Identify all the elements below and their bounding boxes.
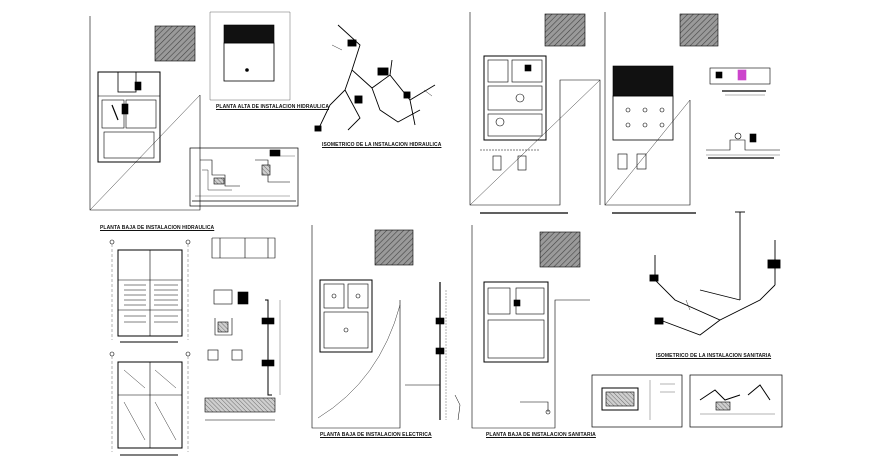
caption-planta-baja-hidraulica: PLANTA BAJA DE INSTALACION HIDRAULICA xyxy=(100,225,215,231)
sanitary-plan xyxy=(471,225,590,429)
caption-isometrico-hidraulica: ISOMETRICO DE LA INSTALACION HIDRAULICA xyxy=(322,142,442,148)
structural-details xyxy=(204,237,281,421)
sanitary-isometric xyxy=(649,211,781,336)
hatched-block xyxy=(679,13,719,47)
caption-planta-baja-sanitaria: PLANTA BAJA DE INSTALACION SANITARIA xyxy=(486,432,596,438)
electrical-plan xyxy=(311,225,414,429)
roof-plan xyxy=(604,12,719,206)
site-plan-ground-floor-a xyxy=(89,16,201,211)
caption-isometrico-sanitaria: ISOMETRICO DE LA INSTALACION SANITARIA xyxy=(656,353,772,359)
ground-floor-plan-with-axes xyxy=(109,239,191,340)
electrical-riser xyxy=(405,282,461,421)
construction-details-box xyxy=(189,147,299,207)
hatched-block xyxy=(154,25,196,62)
site-plan-ground-floor-b xyxy=(469,12,601,206)
hatched-block xyxy=(539,231,581,268)
caption-planta-alta-hidraulica: PLANTA ALTA DE INSTALACION HIDRAULICA xyxy=(216,104,330,110)
hatched-block xyxy=(544,13,586,47)
pipe-detail-section xyxy=(706,132,780,156)
hydraulic-isometric xyxy=(314,24,436,132)
hatched-block xyxy=(374,229,414,266)
caption-planta-baja-electrica: PLANTA BAJA DE INSTALACION ELECTRICA xyxy=(320,432,432,438)
upper-floor-plan-with-axes xyxy=(109,351,191,452)
registration-box-detail xyxy=(591,374,683,428)
upper-floor-plan xyxy=(209,11,291,101)
tank-detail xyxy=(709,67,771,96)
sanitary-connection-detail xyxy=(689,374,783,428)
